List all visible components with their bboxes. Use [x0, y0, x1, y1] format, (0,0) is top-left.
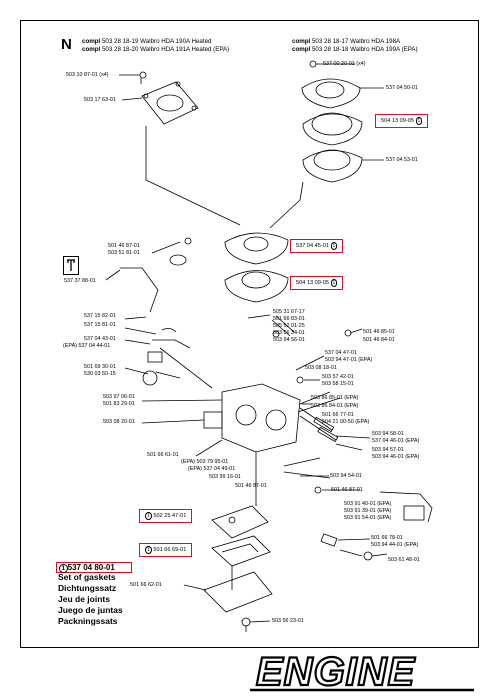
- diaphragm-center: [224, 232, 289, 303]
- part-label: 501 66 83-01: [273, 316, 305, 322]
- part-label: 503 57 42-01: [322, 374, 354, 380]
- kit-name: Jeu de joints: [58, 594, 110, 604]
- gasket-stack-top-right: [301, 60, 363, 183]
- part-label: 503 56 23-01: [272, 618, 304, 624]
- part-label: 501 46 87-01: [108, 243, 140, 249]
- highlighted-part: 1 502 25 47-01: [139, 509, 193, 523]
- kit-name: Set of gaskets: [58, 572, 116, 582]
- part-label: 501 66 61-01: [147, 452, 179, 458]
- section-letter: N: [61, 36, 72, 53]
- kit-name: Juego de juntas: [58, 605, 123, 615]
- part-label: 503 94 54-01: [330, 473, 362, 479]
- part-label: 537 04 47-01: [325, 350, 357, 356]
- part-label: (EPA) 537 04 44-01: [63, 343, 111, 349]
- header-left-line2: compl 503 28 18-20 Walbro HDA 191A Heate…: [82, 46, 230, 53]
- part-label: 537 04 50-01: [386, 85, 418, 91]
- screw-icon: [139, 71, 147, 79]
- part-label: 503 94 58-01: [372, 431, 404, 437]
- part-label: 503 17 63-01: [84, 97, 116, 103]
- part-label: 501 46 87-01: [331, 487, 363, 493]
- part-label: 503 58 15-01: [322, 381, 354, 387]
- part-label: 537 04 43-01: [84, 336, 116, 342]
- part-label: 537 04 46-01 (EPA): [372, 438, 420, 444]
- part-label: 501 66 77-01: [322, 412, 354, 418]
- part-label: 537 15 82-01: [84, 313, 116, 319]
- part-label: 503 91 39-01 (EPA): [344, 508, 392, 514]
- kit-name: Dichtungssatz: [58, 583, 117, 593]
- engine-logo: ENGINE: [250, 652, 474, 692]
- part-label: 505 52 01-25: [273, 323, 305, 329]
- part-label: 503 97 06-01: [103, 394, 135, 400]
- highlighted-part: 1 501 66 69-01: [139, 543, 193, 557]
- logo-text: ENGINE: [256, 652, 416, 692]
- kit-highlight-box: [56, 562, 132, 573]
- carburetor-body: [203, 383, 341, 453]
- part-label: 503 08 20-01: [103, 419, 135, 425]
- part-label: 501 46 87-01: [235, 483, 267, 489]
- part-label: 503 94 56-01: [273, 337, 305, 343]
- bottom-stack: [203, 505, 273, 632]
- part-label: 501 66 62-01: [130, 582, 162, 588]
- header-right-line1: compl 503 28 18-17 Walbro HDA 198A: [292, 38, 401, 45]
- kit-name-list: Set of gaskets Dichtungssatz Jeu de join…: [58, 572, 123, 627]
- warning-tool-icon: [63, 256, 79, 275]
- part-label: 504 21 00-50 (EPA): [322, 419, 370, 425]
- part-label: 503 94 46-01 (EPA): [372, 454, 420, 460]
- part-label: 503 61 48-01: [388, 557, 420, 563]
- part-label: 503 94 47-01 (EPA): [325, 357, 373, 363]
- part-label: 503 56 34-01: [273, 330, 305, 336]
- part-label: 501 69 30-01: [84, 364, 116, 370]
- highlighted-part: 504 13 09-05 1: [290, 276, 344, 290]
- part-label: 505 31 67-17: [273, 309, 305, 315]
- highlighted-part: 537 04 45-01 1: [290, 239, 344, 253]
- part-label: 503 94 44-01 (EPA): [371, 542, 419, 548]
- part-label: 503 94 57-01: [372, 447, 404, 453]
- kit-name: Packningssats: [58, 616, 118, 626]
- part-label: 503 86 84-01 (EPA): [311, 403, 359, 409]
- part-label: 501 83 29-01: [103, 401, 135, 407]
- part-label: 503 51 81-01: [108, 250, 140, 256]
- part-label: 503 08 18-01: [305, 365, 337, 371]
- part-label: 503 10 87-01 (x4): [66, 72, 109, 78]
- part-label: 501 46 84-01: [363, 337, 395, 343]
- header-right-line2: compl 503 28 18-18 Walbro HDA 199A (EPA): [292, 46, 418, 53]
- part-label: 503 99 16-01: [209, 474, 241, 480]
- header-left-line1: compl 503 28 18-19 Walbro HDA 190A Heate…: [82, 38, 212, 45]
- part-label: 503 91 54-01 (EPA): [344, 515, 392, 521]
- part-label: (EPA) 503 79 95-01: [181, 459, 229, 465]
- part-label: 503 91 40-01 (EPA): [344, 501, 392, 507]
- part-label: 537 04 53-01: [386, 157, 418, 163]
- gasket-top-left: [141, 81, 199, 125]
- highlighted-part: 504 13 09-05 1: [375, 114, 429, 128]
- part-label: 537 37 88-01: [64, 278, 96, 284]
- diagram-frame: [20, 20, 479, 648]
- part-label: 537 00 20-01 (x4): [323, 61, 366, 67]
- part-label: 537 15 81-01: [84, 322, 116, 328]
- part-label: 501 46 85-01: [363, 329, 395, 335]
- part-label: 501 66 78-01: [371, 535, 403, 541]
- part-label: 503 86 85-01 (EPA): [311, 395, 359, 401]
- part-label: (EPA) 537 04 49-01: [188, 466, 236, 472]
- part-label: 530 03 50-15: [84, 371, 116, 377]
